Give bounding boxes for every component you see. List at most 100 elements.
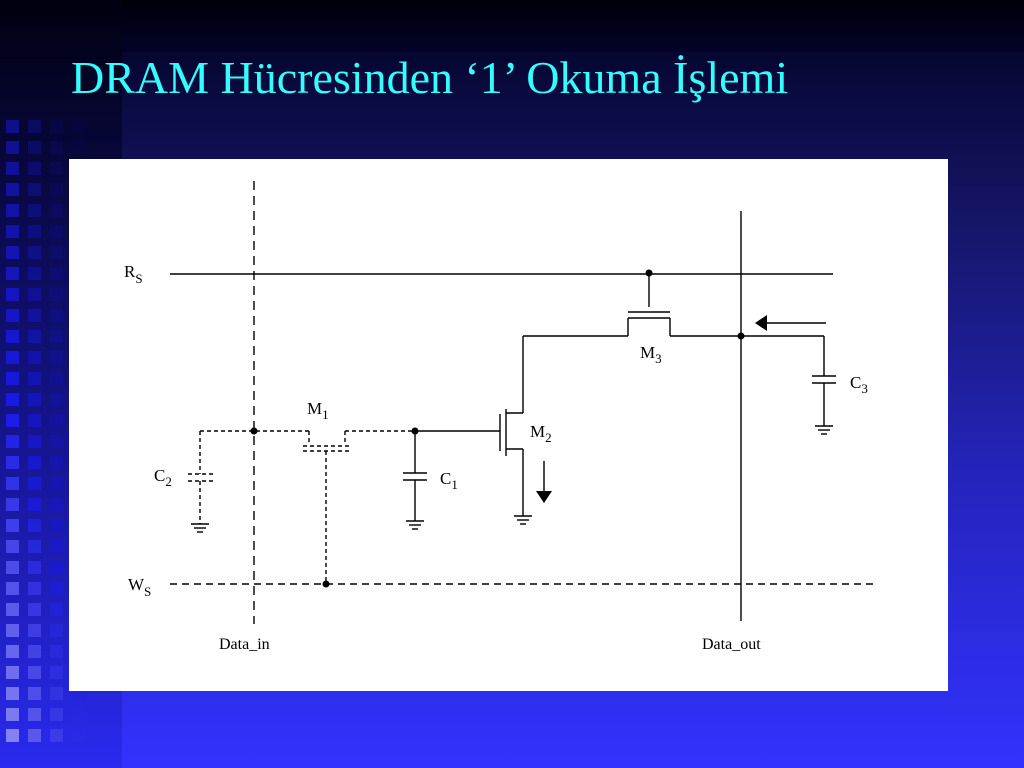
- decorative-square: [50, 267, 63, 280]
- transistor-m3: [627, 274, 671, 336]
- decorative-square: [28, 582, 41, 595]
- decorative-square: [28, 309, 41, 322]
- decorative-square: [28, 372, 41, 385]
- decorative-square: [50, 603, 63, 616]
- capacitor-c2: [188, 431, 214, 524]
- decorative-square: [50, 435, 63, 448]
- ws-label: WS: [128, 575, 151, 599]
- capacitor-c1: [403, 431, 427, 530]
- junction-dot: [411, 427, 419, 435]
- decorative-square: [6, 204, 19, 217]
- dram-cell-diagram-panel: RS WS M1 M2 M3 C1 C2 C3 Data_in Data_out: [69, 159, 948, 691]
- decorative-square: [28, 687, 41, 700]
- decorative-square: [28, 393, 41, 406]
- decorative-square: [50, 624, 63, 637]
- decorative-square: [6, 498, 19, 511]
- decorative-square: [50, 183, 63, 196]
- decorative-square: [28, 708, 41, 721]
- c2-label: C2: [154, 466, 172, 489]
- decorative-square: [50, 372, 63, 385]
- decorative-square: [50, 477, 63, 490]
- decorative-square: [50, 561, 63, 574]
- m3-label: M3: [640, 343, 662, 366]
- decorative-square: [28, 729, 41, 742]
- decorative-square: [28, 183, 41, 196]
- c3-label: C3: [850, 373, 868, 396]
- decorative-square: [28, 204, 41, 217]
- decorative-square: [50, 246, 63, 259]
- decorative-square: [50, 351, 63, 364]
- slide-title: DRAM Hücresinden ‘1’ Okuma İşlemi: [71, 52, 789, 103]
- decorative-square: [50, 162, 63, 175]
- decorative-square: [6, 687, 19, 700]
- decorative-square: [6, 330, 19, 343]
- decorative-square: [6, 666, 19, 679]
- decorative-square: [28, 624, 41, 637]
- decorative-square: [28, 414, 41, 427]
- decorative-square: [72, 708, 85, 721]
- decorative-square: [6, 162, 19, 175]
- decorative-square: [28, 498, 41, 511]
- decorative-square: [50, 582, 63, 595]
- dram-circuit-diagram: RS WS M1 M2 M3 C1 C2 C3 Data_in Data_out: [124, 181, 877, 653]
- decorative-square: [6, 624, 19, 637]
- m2-label: M2: [530, 422, 552, 445]
- decorative-square: [28, 120, 41, 133]
- decorative-square: [6, 456, 19, 469]
- data-out-label: Data_out: [702, 636, 761, 653]
- decorative-square: [72, 120, 85, 133]
- capacitor-c3: [812, 336, 836, 435]
- decorative-square: [28, 225, 41, 238]
- decorative-square: [28, 645, 41, 658]
- c2-ground-icon: [191, 523, 209, 533]
- decorative-square: [6, 141, 19, 154]
- decorative-square: [50, 141, 63, 154]
- decorative-square: [6, 372, 19, 385]
- decorative-square: [28, 435, 41, 448]
- decorative-square: [50, 393, 63, 406]
- decorative-square: [6, 540, 19, 553]
- decorative-square: [6, 414, 19, 427]
- decorative-square: [28, 477, 41, 490]
- decorative-square: [28, 246, 41, 259]
- decorative-square: [28, 666, 41, 679]
- junction-dot: [250, 427, 258, 435]
- decorative-square: [50, 645, 63, 658]
- decorative-square: [50, 456, 63, 469]
- rs-label: RS: [124, 262, 143, 286]
- transistor-m2: [415, 397, 532, 525]
- decorative-square: [6, 645, 19, 658]
- decorative-square: [6, 477, 19, 490]
- decorative-square: [6, 582, 19, 595]
- decorative-square: [6, 246, 19, 259]
- junction-dot: [645, 269, 653, 277]
- c1-label: C1: [440, 469, 458, 492]
- read-arrowhead-icon: [755, 315, 767, 331]
- data-in-label: Data_in: [219, 636, 270, 653]
- decorative-square: [6, 393, 19, 406]
- decorative-square: [6, 309, 19, 322]
- decorative-square: [6, 225, 19, 238]
- decorative-square: [6, 519, 19, 532]
- decorative-square: [28, 288, 41, 301]
- decorative-square: [28, 351, 41, 364]
- decorative-square: [28, 162, 41, 175]
- decorative-square: [50, 687, 63, 700]
- decorative-square: [28, 519, 41, 532]
- decorative-square: [72, 729, 85, 742]
- decorative-square: [50, 540, 63, 553]
- decorative-square: [6, 561, 19, 574]
- decorative-square: [6, 435, 19, 448]
- decorative-square: [28, 267, 41, 280]
- decorative-square: [6, 120, 19, 133]
- decorative-square: [50, 666, 63, 679]
- junction-dot: [322, 580, 330, 588]
- decorative-square: [72, 141, 85, 154]
- decorative-square: [28, 540, 41, 553]
- top-dark-band: [0, 0, 1024, 52]
- decorative-square: [50, 708, 63, 721]
- decorative-square: [28, 456, 41, 469]
- decorative-square: [50, 120, 63, 133]
- decorative-square: [28, 330, 41, 343]
- decorative-square: [28, 141, 41, 154]
